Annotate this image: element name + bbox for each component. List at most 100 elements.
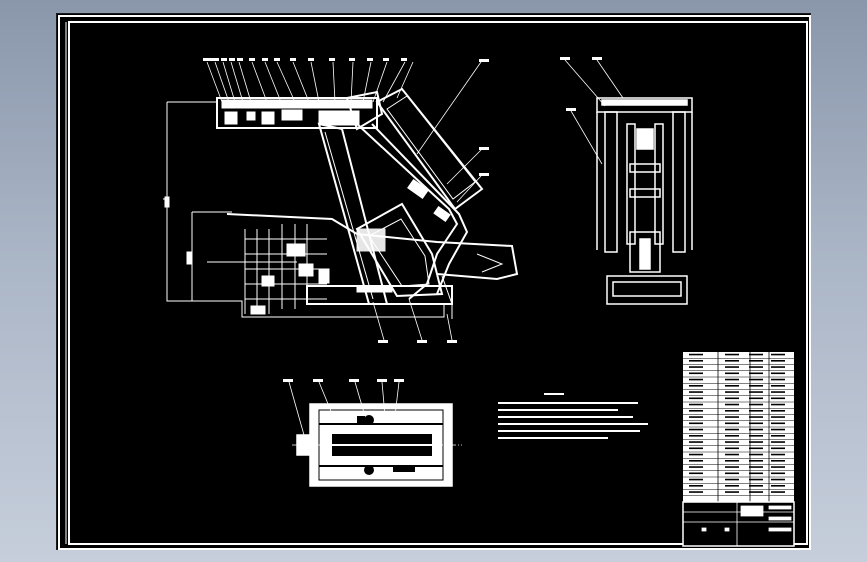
parts-list-cell-text xyxy=(771,410,785,412)
cad-drawing[interactable] xyxy=(57,14,812,551)
parts-list xyxy=(682,352,795,547)
parts-list-cell-text xyxy=(749,416,763,418)
parts-list-cell-text xyxy=(749,441,763,443)
parts-list-cell-text xyxy=(771,435,785,437)
side-view xyxy=(596,97,693,305)
parts-list-cell-text xyxy=(725,372,739,375)
parts-list-cell-text xyxy=(725,360,739,362)
parts-list-cell-text xyxy=(749,453,763,456)
main-view-leaders xyxy=(206,61,482,341)
parts-list-cell-text xyxy=(749,428,763,431)
parts-list-cell-text xyxy=(749,422,763,425)
parts-list-cell-text xyxy=(771,491,785,493)
parts-list-cell-text xyxy=(771,485,785,487)
parts-list-cell-text xyxy=(725,385,739,387)
seat-platform xyxy=(226,213,519,281)
parts-list-cell-text xyxy=(771,428,785,431)
parts-list-cell-text xyxy=(771,466,785,468)
parts-list-cell-text xyxy=(725,416,739,418)
plan-view-leaders xyxy=(288,381,400,436)
parts-list-cell-text xyxy=(689,435,703,437)
parts-list-cell-text xyxy=(771,372,785,375)
parts-list-cell-text xyxy=(725,485,739,487)
parts-list-cell-text xyxy=(725,472,739,475)
parts-list-cell-text xyxy=(689,416,703,418)
top-beam xyxy=(216,97,378,129)
parts-list-cell-text xyxy=(749,491,763,493)
parts-list-cell-text xyxy=(771,353,785,356)
side-base xyxy=(606,275,688,305)
parts-list-cell-text xyxy=(725,447,739,450)
side-right-column xyxy=(672,111,686,253)
parts-list-cell-text xyxy=(771,403,785,406)
parts-list-cell-text xyxy=(771,447,785,450)
parts-list-cell-text xyxy=(771,378,785,381)
outer-border xyxy=(58,15,811,550)
parts-list-cell-text xyxy=(749,397,763,400)
parts-list-cell-text xyxy=(725,403,739,406)
parts-list-cell-text xyxy=(725,441,739,443)
parts-list-cell-text xyxy=(771,360,785,362)
parts-list-cell-text xyxy=(689,428,703,431)
parts-list-cell-text xyxy=(689,472,703,475)
side-left-column xyxy=(604,111,618,253)
parts-list-cell-text xyxy=(749,485,763,487)
parts-list-cell-text xyxy=(749,403,763,406)
parts-list-cell-text xyxy=(689,453,703,456)
parts-list-cell-text xyxy=(689,397,703,400)
parts-list-cell-text xyxy=(749,447,763,450)
linkage xyxy=(355,202,444,298)
parts-list-cell-text xyxy=(749,366,763,368)
parts-list-cell-text xyxy=(725,466,739,468)
parts-list-cell-text xyxy=(689,447,703,450)
parts-list-cell-text xyxy=(749,472,763,475)
plan-view xyxy=(292,403,462,487)
parts-list-cell-text xyxy=(749,360,763,362)
parts-list-cell-text xyxy=(725,397,739,400)
parts-list-cell-text xyxy=(689,391,703,393)
parts-list-cell-text xyxy=(689,485,703,487)
parts-list-cell-text xyxy=(689,353,703,356)
technical-notes-lines xyxy=(498,393,648,439)
parts-list-cell-text xyxy=(749,466,763,468)
parts-list-cell-text xyxy=(689,410,703,412)
parts-list-cell-text xyxy=(725,453,739,456)
parts-list-cell-text xyxy=(689,441,703,443)
parts-list-cell-text xyxy=(749,353,763,356)
parts-list-cell-text xyxy=(725,378,739,381)
parts-list-cell-text xyxy=(725,353,739,356)
parts-list-cell-text xyxy=(689,478,703,481)
parts-list-cell-text xyxy=(725,460,739,462)
parts-list-cell-text xyxy=(771,478,785,481)
parts-list-cell-text xyxy=(689,491,703,493)
tilted-frame xyxy=(375,87,484,211)
inner-border xyxy=(68,21,808,545)
parts-list-cell-text xyxy=(689,378,703,381)
main-view xyxy=(163,87,519,319)
parts-list-cell-text xyxy=(771,385,785,387)
parts-list-cell-text xyxy=(771,391,785,393)
parts-list-cell-text xyxy=(725,478,739,481)
parts-list-cell-text xyxy=(689,422,703,425)
parts-list-cell-text xyxy=(725,410,739,412)
parts-list-cell-text xyxy=(749,410,763,412)
parts-list-cell-text xyxy=(689,466,703,468)
parts-list-cell-text xyxy=(725,422,739,425)
parts-list-cell-text xyxy=(689,460,703,462)
side-top-plate xyxy=(596,97,693,113)
parts-list-cell-text xyxy=(749,478,763,481)
parts-list-cell-text xyxy=(749,435,763,437)
side-view-leaders xyxy=(564,59,624,165)
parts-list-cell-text xyxy=(689,372,703,375)
parts-list-cell-text xyxy=(771,460,785,462)
parts-list-cell-text xyxy=(689,360,703,362)
parts-list-cell-text xyxy=(771,397,785,400)
parts-list-cell-text xyxy=(725,491,739,493)
base-outline xyxy=(166,102,445,318)
main-view-balloons xyxy=(203,58,489,343)
drawing-sheet[interactable] xyxy=(56,13,811,550)
parts-list-cell-text xyxy=(749,385,763,387)
parts-list-cell-text xyxy=(689,366,703,368)
parts-list-cell-text xyxy=(749,460,763,462)
